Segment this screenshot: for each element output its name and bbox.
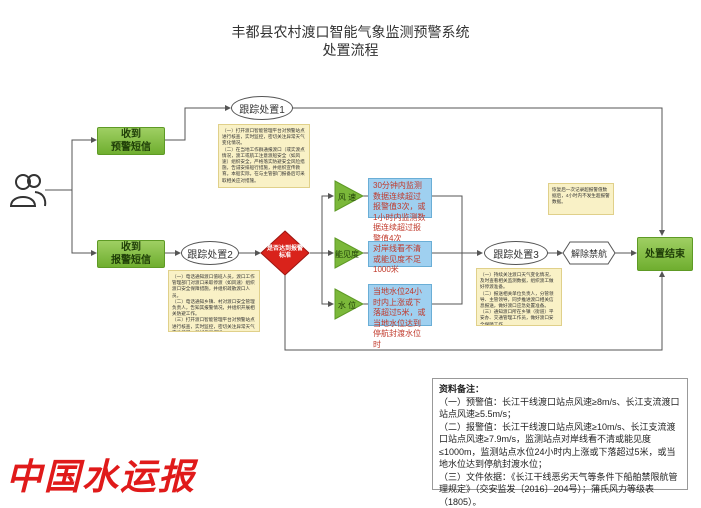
track3-node[interactable]: 跟踪处置3 [484,241,548,265]
remarks-line1: （一）预警值：长江干线渡口站点风速≥8m/s、长江支流渡口站点风速≥5.5m/s… [439,396,681,421]
water-info: 当地水位24小时内上涨或下落超过5米，或当地水位达到停航封渡水位时 [368,284,432,326]
remarks-heading: 资料备注： [439,383,681,396]
remarks-line2: （二）报警值：长江干线渡口站点风速≥10m/s、长江支流渡口站点风速≥7.9m/… [439,421,681,471]
track2-note: （一）电话通知渡口值班人员，渡口工作管理部门对渡口采取停渡（如风速）组织渡口安全… [168,270,260,332]
water-label: 水 位 [332,300,362,311]
receive-alarm-node[interactable]: 收到 报警短信 [97,240,165,268]
remarks-line3: （三）文件依据：《长江干线恶劣天气等条件下船舶禁限航管理规定》（交安监发〔201… [439,471,681,508]
visibility-label: 能见度 [332,249,362,260]
wind-label: 风 速 [332,192,362,203]
end-node[interactable]: 处置结束 [637,237,693,271]
release-note: 恢复后一次记录超报警值数据后，4小时内不发生超报警数据。 [548,183,614,215]
watermark-logo: 中国水运报 [6,448,196,500]
release-ban-label: 解除禁航 [562,247,616,260]
users-icon [8,170,48,210]
wind-info: 30分钟内监测数据连续超过报警值3次，或1小时内监测数据连续超过报警值4次 [368,178,432,218]
track2-node[interactable]: 跟踪处置2 [181,241,239,265]
remarks-box: 资料备注： （一）预警值：长江干线渡口站点风速≥8m/s、长江支流渡口站点风速≥… [432,378,688,490]
visibility-info: 对岸线看不清或能见度不足1000米 [368,241,432,267]
track1-node[interactable]: 跟踪处置1 [231,96,293,120]
track1-note: （一）打开渡口智能管理平台对预警站点进行核查，实时监控，密切关注异常天气变化情况… [218,124,310,188]
receive-warning-node[interactable]: 收到 预警短信 [97,127,165,155]
track3-note: （一）持续关注渡口天气变化情况，及时查看相关监测数据，组织渡工做好停渡准备。 （… [476,268,562,326]
decision-label: 是否达到报警标准 [266,246,304,260]
